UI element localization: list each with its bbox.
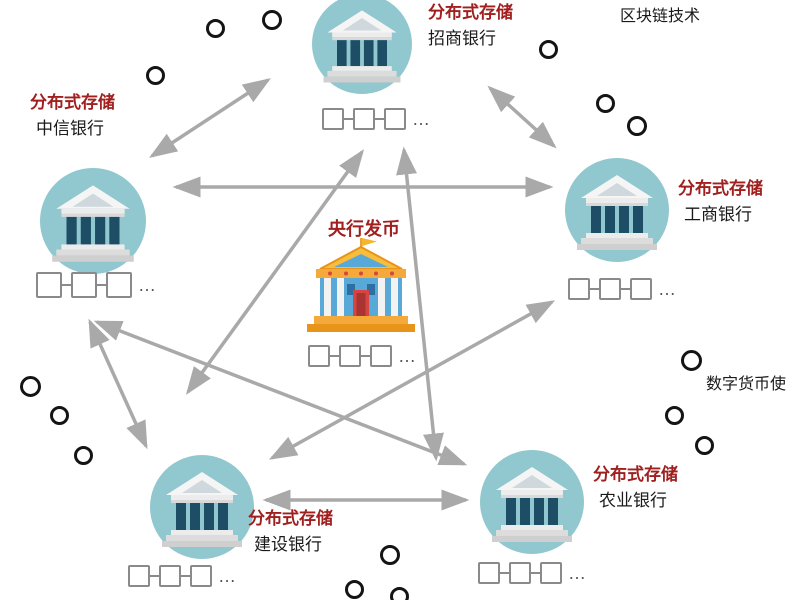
- bubble-ring: [50, 406, 69, 425]
- bubble-ring: [627, 116, 647, 136]
- blockchain-strip-center: …: [308, 345, 416, 367]
- chain-block: [339, 345, 361, 367]
- bank-node-left: [40, 168, 146, 274]
- chain-block: [478, 562, 500, 584]
- chain-block: [322, 108, 344, 130]
- chain-link: [330, 355, 339, 357]
- central-bank-icon: [307, 238, 415, 332]
- chain-block: [509, 562, 531, 584]
- blockchain-strip-bottom-right: …: [478, 562, 586, 584]
- bank-name: 招商银行: [428, 29, 496, 49]
- tag-label: 分布式存储: [30, 93, 115, 112]
- central-bank-building: [300, 238, 424, 339]
- bank-labels-right: 分布式存储 工商银行: [678, 176, 763, 229]
- blockchain-strip-right: …: [568, 278, 676, 300]
- bank-node-bottom-right: [480, 450, 584, 554]
- bubble-ring: [596, 94, 615, 113]
- chain-block: [599, 278, 621, 300]
- chain-link: [97, 284, 106, 286]
- bank-labels-left: 分布式存储 中信银行: [30, 90, 115, 143]
- chain-link: [181, 575, 190, 577]
- chain-block: [370, 345, 392, 367]
- chain-block: [630, 278, 652, 300]
- chain-link: [375, 118, 384, 120]
- bank-node-bottom-left: [150, 455, 254, 559]
- bank-icon: [150, 455, 254, 559]
- bubble-ring: [345, 580, 364, 599]
- chain-block: [308, 345, 330, 367]
- bank-labels-bottom-right: 分布式存储 农业银行: [593, 462, 678, 515]
- chain-link: [590, 288, 599, 290]
- bubble-ring: [695, 436, 714, 455]
- bank-name: 中信银行: [36, 119, 104, 139]
- chain-ellipsis: …: [568, 563, 586, 583]
- chain-block: [353, 108, 375, 130]
- tag-label: 分布式存储: [678, 179, 763, 198]
- bank-labels-top: 分布式存储 招商银行: [428, 0, 513, 53]
- bubble-ring: [206, 19, 225, 38]
- annotation-digital-currency: 数字货币使: [706, 376, 787, 393]
- blockchain-strip-bottom-left: …: [128, 565, 236, 587]
- bubble-ring: [665, 406, 684, 425]
- bubble-ring: [262, 10, 282, 30]
- bubble-ring: [681, 350, 702, 371]
- bank-labels-bottom-left: 分布式存储 建设银行: [248, 506, 333, 559]
- bank-node-right: [565, 158, 669, 262]
- chain-link: [361, 355, 370, 357]
- bubble-ring: [380, 545, 400, 565]
- bank-name: 建设银行: [254, 535, 322, 555]
- chain-ellipsis: …: [398, 346, 416, 366]
- chain-block: [106, 272, 132, 298]
- bubble-ring: [390, 587, 409, 600]
- bubble-ring: [74, 446, 93, 465]
- chain-ellipsis: …: [138, 275, 156, 295]
- chain-ellipsis: …: [658, 279, 676, 299]
- chain-block: [384, 108, 406, 130]
- chain-block: [540, 562, 562, 584]
- bubble-ring: [146, 66, 165, 85]
- chain-link: [500, 572, 509, 574]
- bubble-ring: [539, 40, 558, 59]
- bank-icon: [565, 158, 669, 262]
- chain-block: [190, 565, 212, 587]
- tag-label: 分布式存储: [248, 509, 333, 528]
- chain-link: [150, 575, 159, 577]
- chain-link: [62, 284, 71, 286]
- chain-block: [568, 278, 590, 300]
- bank-icon: [480, 450, 584, 554]
- tag-label: 分布式存储: [593, 465, 678, 484]
- tag-label: 分布式存储: [428, 3, 513, 22]
- bank-name: 工商银行: [684, 205, 752, 225]
- bank-icon: [312, 0, 412, 94]
- bank-icon: [40, 168, 146, 274]
- chain-block: [159, 565, 181, 587]
- annotation-blockchain-tech: 区块链技术: [620, 8, 701, 25]
- blockchain-strip-left: …: [36, 272, 156, 298]
- chain-link: [344, 118, 353, 120]
- bubble-ring: [20, 376, 41, 397]
- blockchain-strip-top: …: [322, 108, 430, 130]
- bank-name: 农业银行: [599, 491, 667, 511]
- central-bank-label: 央行发币: [328, 219, 400, 239]
- chain-block: [36, 272, 62, 298]
- chain-link: [531, 572, 540, 574]
- bank-node-top: [312, 0, 412, 94]
- chain-ellipsis: …: [412, 109, 430, 129]
- chain-block: [128, 565, 150, 587]
- chain-link: [621, 288, 630, 290]
- chain-ellipsis: …: [218, 566, 236, 586]
- chain-block: [71, 272, 97, 298]
